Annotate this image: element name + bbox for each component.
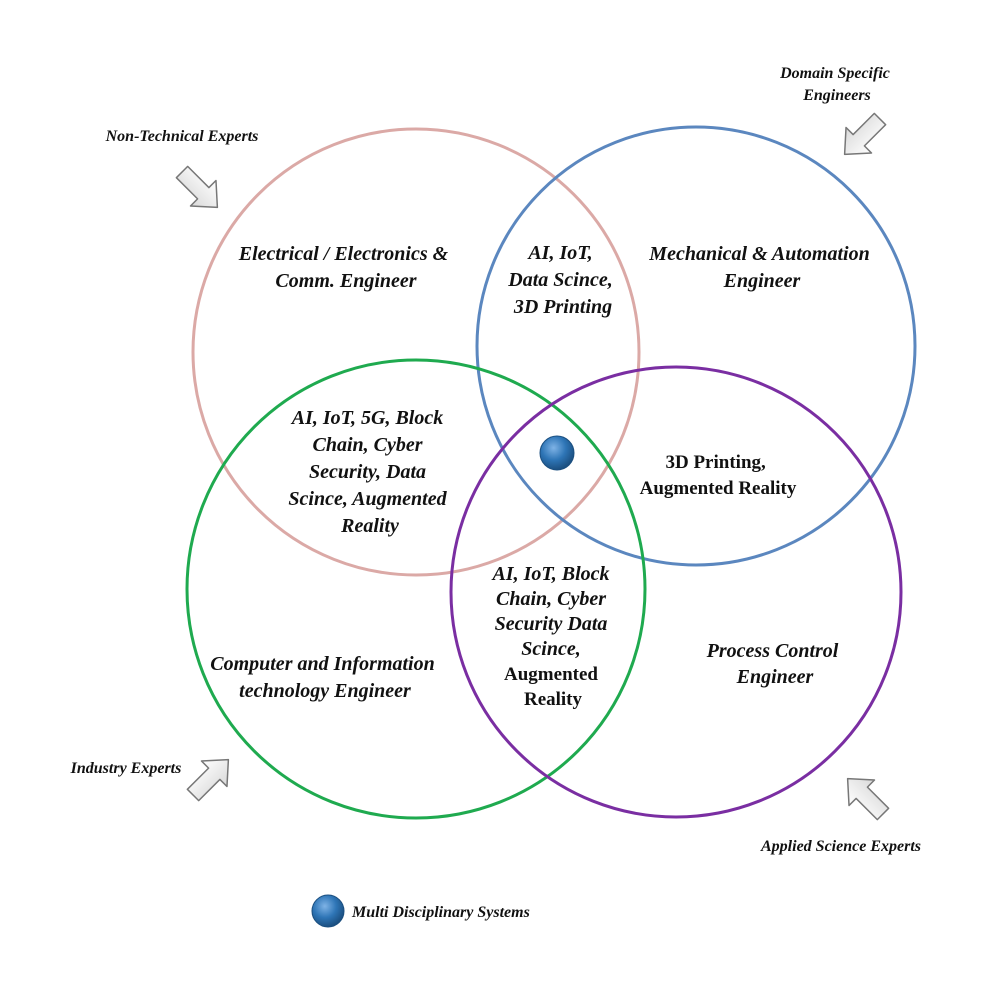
circle-mechanical — [475, 125, 917, 567]
block-arrow-icon — [843, 112, 887, 156]
process-engineer-label: Process Control Engineer — [706, 640, 844, 688]
circle-computer — [185, 358, 647, 820]
overlap-computer-process-label: AI, IoT, Block Chain, Cyber Security Dat… — [490, 563, 613, 710]
circle-process — [449, 365, 903, 819]
industry-experts-label: Industry Experts — [70, 760, 182, 777]
applied-science-experts-label: Applied Science Experts — [760, 838, 921, 855]
block-arrow-icon — [175, 165, 219, 209]
blue-sphere-icon — [539, 435, 575, 471]
legend-label: Multi Disciplinary Systems — [351, 904, 530, 921]
block-arrow-icon — [186, 758, 230, 802]
non-technical-experts-label: Non-Technical Experts — [105, 128, 259, 145]
overlap-electrical-computer-label: AI, IoT, 5G, Block Chain, Cyber Security… — [288, 407, 451, 537]
mechanical-engineer-label: Mechanical & Automation Engineer — [648, 243, 874, 292]
overlap-electrical-mechanical-label: AI, IoT, Data Scince, 3D Printing — [507, 242, 617, 318]
domain-specific-engineers-label: Domain Specific Engineers — [779, 65, 894, 104]
electrical-engineer-label: Electrical / Electronics & Comm. Enginee… — [238, 243, 453, 292]
overlap-mechanical-process-label: 3D Printing, Augmented Reality — [640, 452, 797, 499]
computer-engineer-label: Computer and Information technology Engi… — [210, 653, 440, 702]
block-arrow-icon — [846, 777, 890, 821]
circle-electrical — [191, 127, 641, 577]
legend-marker-icon — [311, 894, 345, 928]
